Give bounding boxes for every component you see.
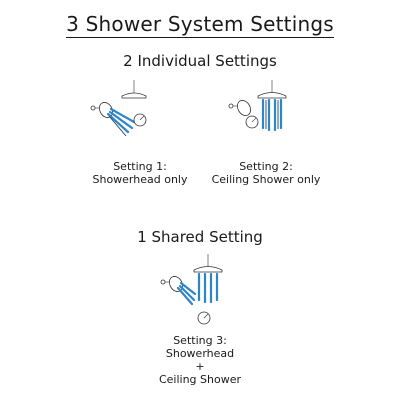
ceiling-shower-head <box>121 92 147 99</box>
showerhead-spray <box>106 107 136 137</box>
valve-handle <box>139 115 145 121</box>
valve-handle <box>251 117 257 123</box>
ceiling-spray <box>197 272 219 304</box>
ceiling-shower-head <box>257 92 287 99</box>
wall-flange <box>228 103 234 109</box>
setting-3-line-2: + <box>195 360 205 373</box>
individual-settings-heading: 2 Individual Settings <box>123 52 277 70</box>
setting-3-label: Setting 3: <box>173 334 227 347</box>
showerhead-spray <box>176 281 197 306</box>
valve-handle <box>203 313 209 319</box>
shared-setting-heading: 1 Shared Setting <box>137 228 263 246</box>
setting-1-caption: Setting 1: Showerhead only <box>60 160 220 186</box>
setting-1-description: Showerhead only <box>92 173 188 186</box>
setting-2-diagram <box>228 80 287 132</box>
setting-3-line-3: Ceiling Shower <box>158 373 242 386</box>
setting-3-caption: Setting 3: Showerhead + Ceiling Shower <box>120 334 280 386</box>
setting-2-label: Setting 2: <box>239 160 293 173</box>
setting-1-label: Setting 1: <box>113 160 167 173</box>
page-title: 3 Shower System Settings <box>0 12 400 38</box>
wall-flange <box>90 105 96 111</box>
setting-3-line-1: Showerhead <box>165 347 235 360</box>
page-title-text: 3 Shower System Settings <box>66 12 334 38</box>
ceiling-spray <box>261 98 283 132</box>
setting-3-diagram <box>160 254 223 325</box>
wall-showerhead <box>237 100 251 116</box>
setting-2-caption: Setting 2: Ceiling Shower only <box>186 160 346 186</box>
ceiling-shower-head <box>193 266 223 273</box>
wall-flange <box>160 279 166 285</box>
setting-1-diagram <box>90 80 147 137</box>
setting-2-description: Ceiling Shower only <box>211 173 321 186</box>
